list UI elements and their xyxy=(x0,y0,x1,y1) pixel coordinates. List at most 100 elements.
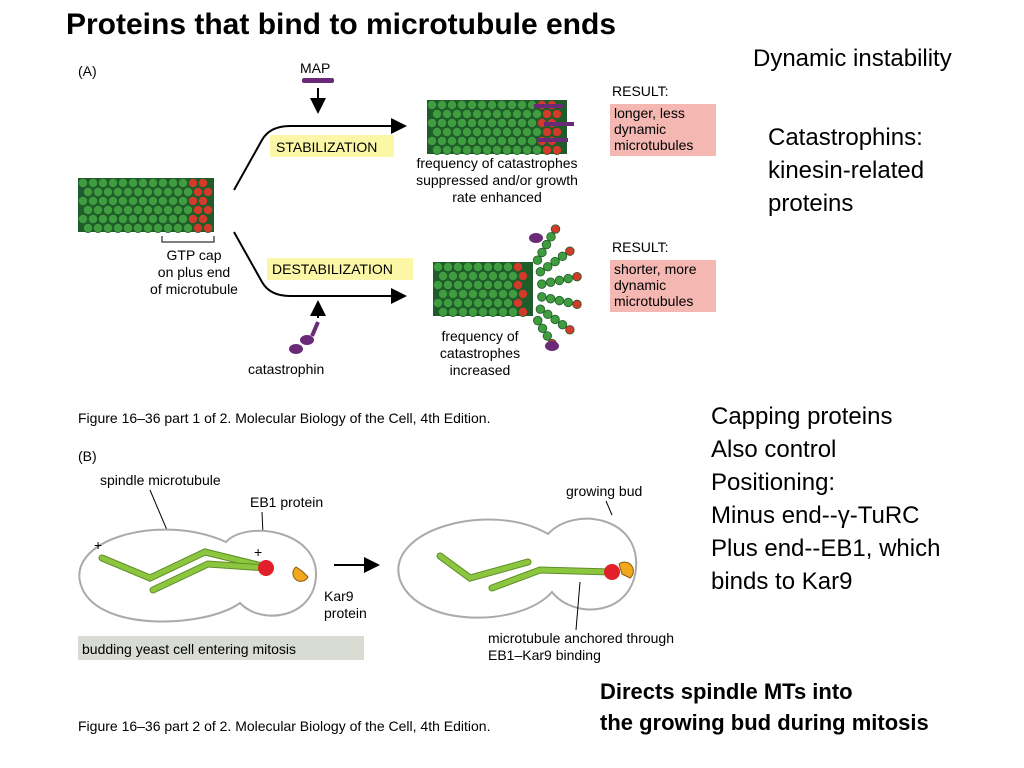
panel-b-label: (B) xyxy=(78,448,97,464)
tubulin-subunit xyxy=(565,325,575,335)
tubulin-subunit xyxy=(466,118,477,129)
note-line: proteins xyxy=(768,190,854,217)
note-line: Directs spindle MTs into xyxy=(600,679,853,704)
tubulin-subunit xyxy=(456,118,467,129)
tubulin-subunit xyxy=(187,213,198,224)
note-capping-proteins: Capping proteins Also control Positionin… xyxy=(711,400,940,598)
result-bottom-3: microtubules xyxy=(614,293,693,309)
tubulin-subunit xyxy=(446,100,457,111)
tubulin-subunit xyxy=(550,314,560,325)
tubulin-subunit xyxy=(103,222,114,233)
tubulin-subunit xyxy=(152,186,163,197)
tubulin-subunit xyxy=(507,270,518,281)
tubulin-subunit xyxy=(486,100,497,111)
anchored-pointer xyxy=(575,581,581,631)
note-line: Catastrophins: xyxy=(768,124,923,151)
destab-effect-1: frequency of xyxy=(441,328,518,344)
note-line: Minus end--γ-TuRC xyxy=(711,502,920,529)
stab-effect-2: suppressed and/or growth xyxy=(416,172,578,188)
destabilization-box xyxy=(267,258,413,280)
note-line: binds to Kar9 xyxy=(711,568,853,595)
tubulin-subunit xyxy=(437,288,448,299)
tubulin-subunit xyxy=(486,135,497,146)
tubulin-subunit xyxy=(506,118,517,129)
destabilization-arrow xyxy=(233,231,407,304)
tubulin-subunit xyxy=(167,213,178,224)
tubulin-subunit xyxy=(108,177,119,188)
tubulin-subunit xyxy=(477,288,488,299)
tubulin-subunit xyxy=(127,195,138,206)
tubulin-subunit xyxy=(182,186,193,197)
tubulin-subunit xyxy=(447,306,458,317)
tubulin-subunit xyxy=(167,195,178,206)
tubulin-subunit xyxy=(88,213,99,224)
tubulin-subunit xyxy=(537,247,547,258)
tubulin-subunit xyxy=(177,213,188,224)
plus-end-right: + xyxy=(254,544,262,560)
tubulin-subunit xyxy=(432,297,443,308)
tubulin-subunit xyxy=(506,100,517,111)
tubulin-subunit xyxy=(543,261,553,272)
growing-bud-pointer xyxy=(605,500,613,516)
tubulin-subunit xyxy=(108,213,119,224)
tubulin-subunit xyxy=(513,297,524,308)
tubulin-subunit xyxy=(113,186,124,197)
tubulin-subunit xyxy=(527,135,538,146)
tubulin-subunit xyxy=(147,195,158,206)
tubulin-subunit xyxy=(142,204,153,215)
panel-a-label: (A) xyxy=(78,63,97,79)
tubulin-subunit xyxy=(127,213,138,224)
tubulin-subunit xyxy=(518,288,529,299)
tubulin-subunit xyxy=(472,279,483,290)
tubulin-subunit xyxy=(572,299,582,310)
spindle-mt-label: spindle microtubule xyxy=(100,472,221,488)
tubulin-subunit xyxy=(182,204,193,215)
tubulin-subunit xyxy=(545,277,556,287)
tubulin-subunit xyxy=(491,144,502,155)
tubulin-subunit xyxy=(542,144,553,155)
bound-map xyxy=(538,138,568,142)
tubulin-subunit xyxy=(518,306,529,317)
tubulin-subunit xyxy=(123,204,134,215)
tubulin-subunit xyxy=(532,127,543,138)
tubulin-subunit xyxy=(507,288,518,299)
kar9-protein-1 xyxy=(292,566,309,582)
tubulin-subunit xyxy=(442,297,453,308)
tubulin-subunit xyxy=(492,279,503,290)
tubulin-subunit xyxy=(437,270,448,281)
result-bottom-box xyxy=(610,260,716,312)
tubulin-subunit xyxy=(432,279,443,290)
tubulin-subunit xyxy=(472,261,483,272)
tubulin-subunit xyxy=(78,195,89,206)
tubulin-subunit xyxy=(461,144,472,155)
tubulin-subunit xyxy=(142,222,153,233)
tubulin-subunit xyxy=(486,118,497,129)
tubulin-subunit xyxy=(457,306,468,317)
tubulin-subunit xyxy=(192,186,203,197)
tubulin-subunit xyxy=(492,297,503,308)
tubulin-subunit xyxy=(466,135,477,146)
microtubule-destabilized xyxy=(432,224,582,351)
map-label: MAP xyxy=(300,60,330,76)
stabilization-box xyxy=(270,135,394,157)
tubulin-subunit xyxy=(162,204,173,215)
tubulin-subunit xyxy=(476,135,487,146)
anchored-label-1: microtubule anchored through xyxy=(488,630,674,646)
tubulin-subunit xyxy=(533,315,543,326)
tubulin-subunit xyxy=(476,100,487,111)
catastrophin-protein xyxy=(289,321,320,354)
tubulin-subunit xyxy=(432,261,443,272)
tubulin-subunit xyxy=(103,186,114,197)
tubulin-subunit xyxy=(436,118,447,129)
tubulin-subunit xyxy=(451,109,462,120)
tubulin-subunit xyxy=(192,222,203,233)
tubulin-subunit xyxy=(118,213,129,224)
tubulin-subunit xyxy=(152,204,163,215)
tubulin-subunit xyxy=(541,239,552,250)
result-top-1: longer, less xyxy=(614,105,685,121)
tubulin-subunit xyxy=(532,255,543,265)
tubulin-subunit xyxy=(512,109,523,120)
tubulin-subunit xyxy=(118,177,129,188)
tubulin-subunit xyxy=(517,100,528,111)
